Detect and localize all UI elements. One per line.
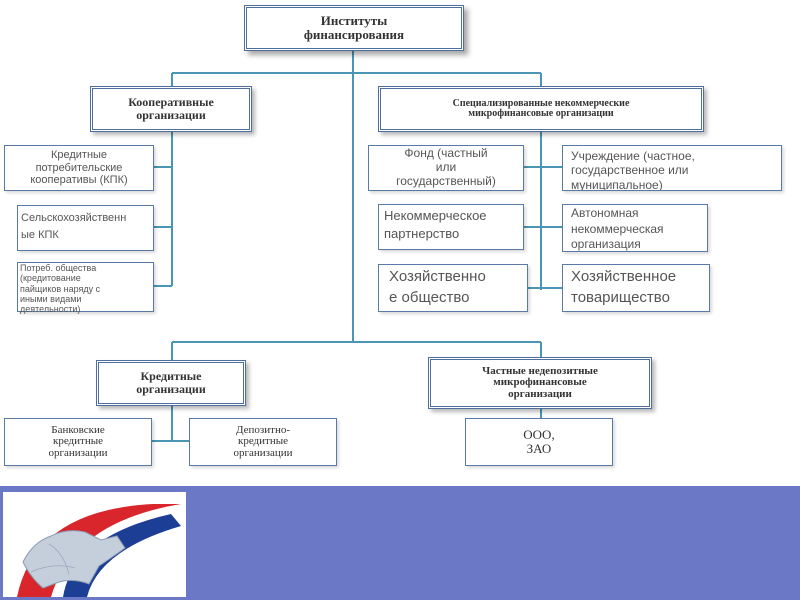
cooperative-line-2: организации (136, 108, 206, 122)
private-line-3: организации (508, 387, 572, 400)
autonomous-line-3: организация (571, 237, 641, 252)
autonomous-line-1: Автономная (571, 206, 639, 220)
consumer-line-3: пайщиков наряду с (20, 283, 101, 294)
llc-line-1: ООО, (523, 427, 555, 443)
cooperative-line-1: Кооперативные (128, 95, 214, 110)
agri-kpk-node: Сельскохозяйственн ые КПК (17, 205, 154, 251)
specialized-line-2: микрофинансовые организации (468, 108, 614, 119)
fund-line-1: Фонд (частный (404, 146, 488, 161)
llc-node: ООО,ЗАО (465, 418, 613, 466)
bank-line-3: организации (48, 446, 108, 459)
kpk-line-1: Кредитные (50, 149, 108, 162)
business-partnership-node: Хозяйственное товарищество (562, 264, 710, 312)
consumer-line-2: (кредитование (20, 273, 81, 284)
partnership-line-1: Хозяйственное (571, 268, 677, 285)
institution-line-1: Учреждение (частное, (571, 149, 695, 163)
business-company-node: Хозяйственно е общество (378, 264, 528, 312)
nonprofit-line-2: партнерство (384, 226, 460, 242)
credit-line-1: Кредитные (140, 369, 202, 384)
logo (3, 492, 186, 597)
deposit-line-2: кредитные (237, 435, 289, 448)
root-line-1: Институты (320, 13, 388, 29)
consumer-line-1: Потреб. общества (20, 263, 97, 273)
consumer-line-4: иными видами (20, 294, 82, 305)
root-line-2: финансирования (303, 27, 405, 42)
kpk-line-3: кооперативы (КПК) (30, 174, 128, 187)
kpk-line-2: потребительские (35, 161, 123, 174)
deposit-line-1: Депозитно- (236, 423, 290, 436)
fund-line-2: или (435, 160, 457, 175)
fund-line-3: государственный) (396, 173, 496, 188)
agri-kpk-line-2: ые КПК (21, 228, 59, 241)
agri-kpk-line-1: Сельскохозяйственн (21, 212, 127, 224)
partnership-line-2: товарищество (571, 289, 670, 306)
bank-line-2: кредитные (52, 435, 104, 448)
company-line-1: Хозяйственно (389, 268, 486, 285)
nonprofit-line-1: Некоммерческое (384, 208, 487, 223)
institution-line-2: государственное или (571, 163, 689, 178)
russia-map-logo-icon (17, 504, 181, 597)
deposit-line-3: организации (233, 446, 293, 459)
private-line-1: Частные недепозитные (482, 364, 598, 377)
nonprofit-partnership-node: Некоммерческое партнерство (378, 204, 524, 250)
private-line-2: микрофинансовые (493, 376, 587, 389)
company-line-2: е общество (389, 289, 470, 306)
llc-line-2: ЗАО (526, 441, 552, 456)
institution-line-3: муниципальное) (571, 177, 663, 191)
specialized-line-1: Специализированные некоммерческие (452, 97, 630, 109)
consumer-line-5: деятельности) (20, 304, 81, 315)
bank-line-1: Банковские (51, 423, 105, 436)
credit-line-2: организации (136, 382, 206, 396)
autonomous-line-2: некоммерческая (571, 221, 664, 236)
